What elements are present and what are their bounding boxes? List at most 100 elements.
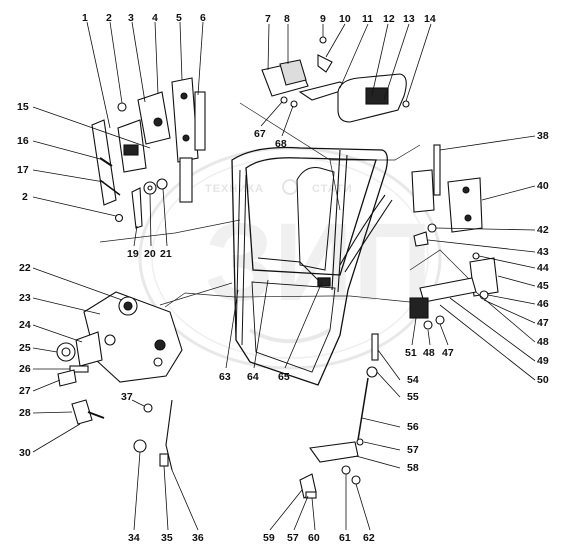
callout-49: 49: [537, 355, 549, 367]
callout-50: 50: [537, 374, 549, 386]
callout-26: 26: [19, 363, 31, 375]
leader-48a: [475, 291, 536, 343]
callout-23: 23: [19, 292, 31, 304]
leader-16: [32, 140, 105, 161]
washer-46: [479, 290, 489, 300]
door-linkage-rod: [257, 257, 319, 281]
callout-48a: 48: [537, 336, 549, 348]
callout-65: 65: [278, 371, 290, 383]
leader-7: [267, 23, 270, 71]
lock-cylinder-25-inner: [61, 347, 71, 357]
latch-bracket-slot: [123, 144, 139, 156]
leader-67: [260, 101, 283, 127]
key-lock-28: [71, 399, 93, 425]
lock-rotor-22-inner: [123, 301, 133, 311]
leader-17: [32, 169, 105, 183]
callout-3: 3: [128, 12, 134, 24]
door-window-channel: [339, 194, 393, 273]
callout-21: 21: [160, 248, 172, 260]
callout-17: 17: [17, 164, 29, 176]
callout-7: 7: [265, 13, 271, 25]
leader-36: [171, 469, 199, 531]
bushing-34: [133, 439, 147, 453]
callout-47a: 47: [537, 317, 549, 329]
callout-2a: 2: [106, 12, 112, 24]
leader-59: [269, 489, 303, 531]
leader-10: [325, 23, 346, 58]
handle-base-8: [279, 59, 307, 86]
leader-38: [439, 135, 536, 151]
leader-27: [32, 379, 61, 392]
leader-1: [86, 21, 111, 129]
callout-36: 36: [192, 532, 204, 544]
hinge-screw-b: [182, 134, 190, 142]
clip-35: [159, 453, 169, 467]
leader-51: [411, 317, 417, 346]
inner-release-rod: [299, 333, 379, 499]
leader-68: [281, 105, 294, 137]
callout-25: 25: [19, 342, 31, 354]
leader-34: [133, 451, 141, 531]
lock-cylinder-24: [75, 331, 103, 367]
leader-22: [32, 267, 123, 301]
callout-20: 20: [144, 248, 156, 260]
washer-42: [427, 223, 437, 233]
leader-57a: [363, 441, 401, 451]
screw-2-lower: [114, 213, 124, 223]
callout-54: 54: [407, 374, 419, 386]
watermark-gear-icon: [282, 179, 298, 195]
callout-42: 42: [537, 224, 549, 236]
bolt-43: [413, 231, 429, 247]
leader-42: [435, 227, 536, 231]
washer-21: [156, 178, 168, 190]
callout-62: 62: [363, 532, 375, 544]
door-panel: [231, 146, 393, 386]
screw-9: [319, 36, 327, 44]
hinge-6-leaf: [194, 91, 206, 151]
pin-38: [433, 144, 441, 196]
hinge-40-hole-b: [464, 214, 472, 222]
leader-37: [131, 399, 145, 407]
rod-56: [357, 377, 369, 441]
leader-46: [487, 294, 536, 305]
nut-55: [366, 366, 378, 378]
callout-27: 27: [19, 385, 31, 397]
door-rear-channel: [331, 149, 348, 293]
leader-2b: [32, 196, 117, 217]
leader-25: [32, 347, 58, 353]
callout-61: 61: [339, 532, 351, 544]
callout-30: 30: [19, 447, 31, 459]
watermark-left-text: ТЕХНИКА: [205, 183, 264, 195]
hinge-40-leaf: [447, 177, 483, 233]
bolt-19: [131, 187, 143, 229]
callout-64: 64: [247, 371, 259, 383]
cam-27: [57, 369, 77, 387]
callout-55: 55: [407, 391, 419, 403]
bolt-17: [99, 179, 121, 196]
screw-2-top: [117, 102, 127, 112]
leader-58: [355, 455, 401, 469]
leader-14: [405, 23, 432, 102]
screw-67: [280, 96, 288, 104]
hinge-40-hole-a: [462, 186, 470, 194]
callout-28: 28: [19, 407, 31, 419]
leader-35: [163, 465, 169, 531]
callout-10: 10: [339, 13, 351, 25]
callout-40: 40: [537, 180, 549, 192]
callout-57b: 57: [287, 532, 299, 544]
door-inner-handle-block: [317, 277, 331, 287]
washer-48: [423, 320, 433, 330]
callout-9: 9: [320, 13, 326, 25]
key-lock-28-shaft: [87, 411, 105, 419]
callout-8: 8: [284, 13, 290, 25]
leader-63: [225, 289, 239, 369]
callout-6: 6: [200, 12, 206, 24]
callout-45: 45: [537, 280, 549, 292]
callout-43: 43: [537, 246, 549, 258]
trim-strip: [91, 119, 117, 206]
leader-13: [383, 23, 410, 101]
door-window-frame: [245, 157, 377, 276]
leader-20: [149, 193, 152, 247]
